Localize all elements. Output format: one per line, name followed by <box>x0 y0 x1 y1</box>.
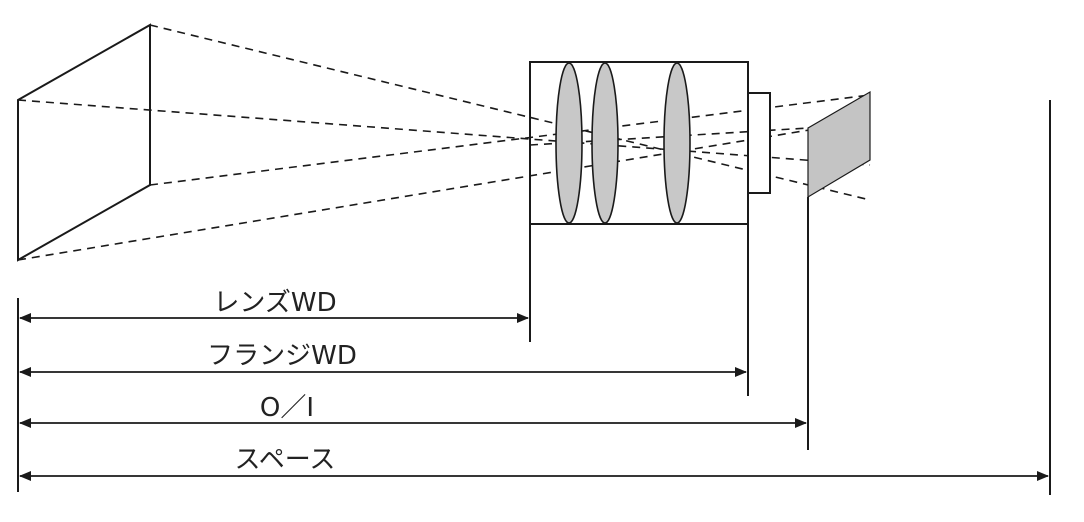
space-label: スペース <box>235 445 336 475</box>
dimension-arrows <box>19 313 1049 481</box>
image-sensor <box>807 90 871 199</box>
lens-mount-flange <box>747 92 771 194</box>
o-i-label: O／I <box>260 393 314 423</box>
lens-element-1 <box>555 62 583 224</box>
object-plane <box>17 23 151 262</box>
flange-wd-label: フランジWD <box>207 341 357 371</box>
lens-element-3 <box>663 62 691 224</box>
reference-lines <box>17 100 1051 495</box>
lens-wd-label: レンズWD <box>213 288 336 318</box>
lens-element-2 <box>591 62 619 224</box>
lens-body <box>529 61 771 225</box>
